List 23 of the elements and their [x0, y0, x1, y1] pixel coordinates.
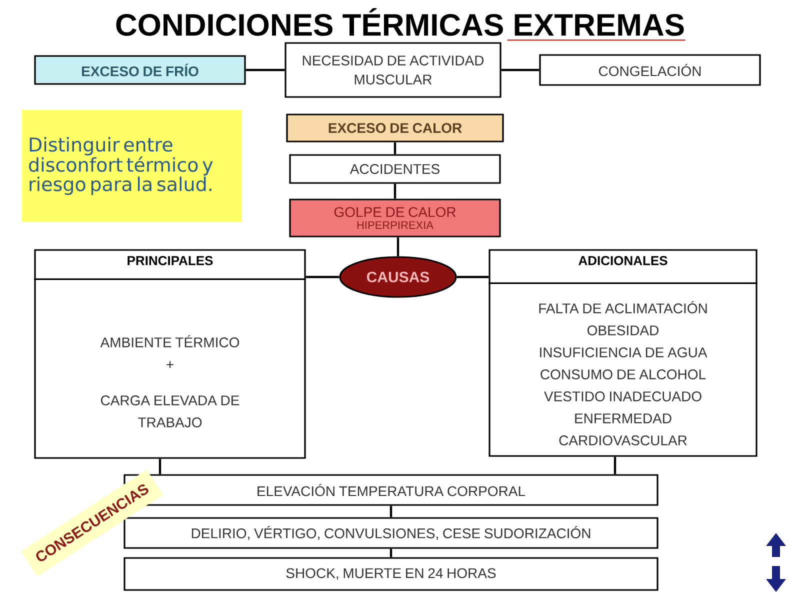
connector [501, 68, 540, 72]
connector [396, 237, 400, 256]
cause-panel: ADICIONALES FALTA DE ACLIMATACIÓN OBESIDAD INSUFICIENCIA DE AGUA CONSUMO DE ALCOHOL VESTIDO INADECUADO ENFERMEDAD CARDIOVASCULAR [488, 249, 758, 457]
process-box: CONGELACIÓN [539, 54, 761, 86]
connector [158, 458, 162, 474]
connector [390, 548, 392, 558]
connector [394, 142, 396, 154]
connector [456, 276, 489, 278]
process-box: DELIRIO, VÉRTIGO, CONVULSIONES, CESE SUDORIZACIÓN [124, 517, 658, 549]
connector [390, 506, 392, 518]
note-box: Distinguir entre disconfort térmico y riesgo para la salud. [22, 110, 242, 222]
process-box: GOLPE DE CALOR HIPERPIREXIA [289, 198, 501, 238]
connector [614, 456, 616, 474]
connector [246, 68, 285, 72]
process-box: NECESIDAD DE ACTIVIDAD MUSCULAR [284, 42, 502, 98]
title: CONDICIONES TÉRMICAS EXTREMAS [116, 8, 684, 36]
process-box: ACCIDENTES [289, 154, 501, 184]
connector [306, 276, 340, 278]
process-box: EXCESO DE FRÍO [34, 55, 246, 85]
process-box: SHOCK, MUERTE EN 24 HORAS [124, 557, 658, 591]
cause-panel: PRINCIPALES AMBIENTE TÉRMICO + CARGA ELEVADA DE TRABAJO [34, 249, 306, 459]
connector [394, 184, 396, 199]
process-box: EXCESO DE CALOR [286, 114, 504, 142]
